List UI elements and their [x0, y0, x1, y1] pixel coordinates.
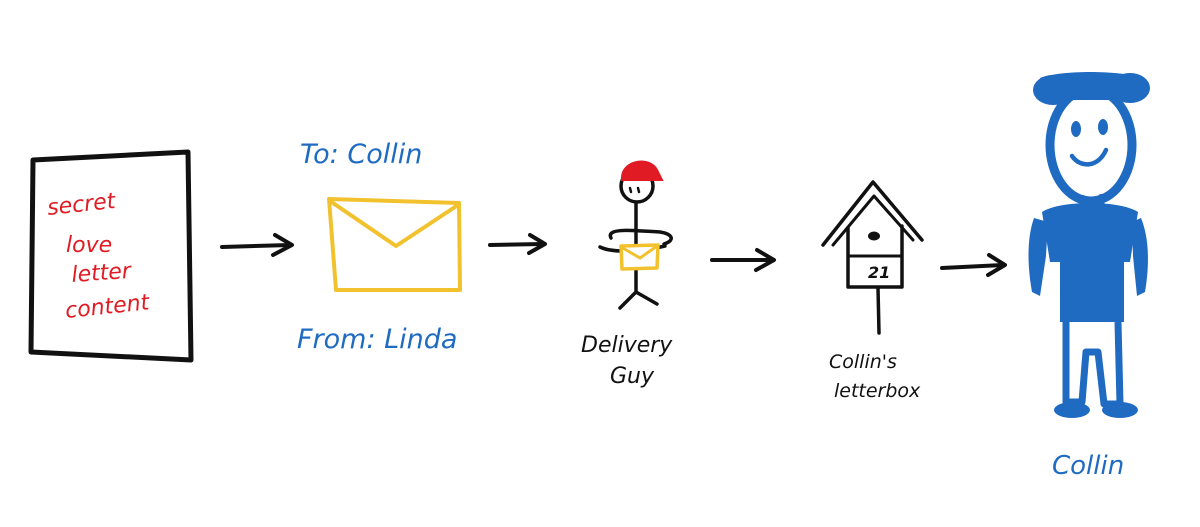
birdhouse-letterbox-icon: [821, 180, 924, 335]
delivery-guy-label-line1: Delivery: [581, 333, 673, 358]
letterbox-label-line1: Collin's: [829, 351, 897, 373]
arrow-icon: [220, 233, 294, 257]
envelope-icon: [327, 197, 462, 292]
letterbox: 21 Collin's letterbox: [821, 180, 924, 402]
arrow-icon: [488, 233, 547, 255]
envelope-from-label: From: Linda: [297, 324, 457, 355]
recipient-label: Collin: [1052, 451, 1124, 481]
letterbox-label-line2: letterbox: [834, 380, 921, 402]
arrow-icon: [710, 248, 776, 272]
envelope: To: Collin From: Linda: [297, 139, 462, 355]
arrow-icon: [940, 253, 1007, 277]
delivery-guy: Delivery Guy: [581, 160, 673, 389]
letter-line-content: content: [64, 290, 152, 324]
envelope-to-label: To: Collin: [300, 139, 422, 170]
letterbox-number: 21: [868, 263, 890, 282]
letter-line-letter: letter: [71, 259, 134, 288]
letter-line-love: love: [66, 233, 112, 258]
delivery-guy-label-line2: Guy: [610, 364, 655, 389]
envelope-icon: [619, 243, 660, 271]
letter-page: secret love letter content: [28, 149, 194, 363]
letter-line-secret: secret: [46, 189, 118, 221]
delivery-guy-icon: [598, 160, 673, 310]
recipient: Collin: [1028, 72, 1150, 481]
person-icon: [1028, 72, 1150, 418]
